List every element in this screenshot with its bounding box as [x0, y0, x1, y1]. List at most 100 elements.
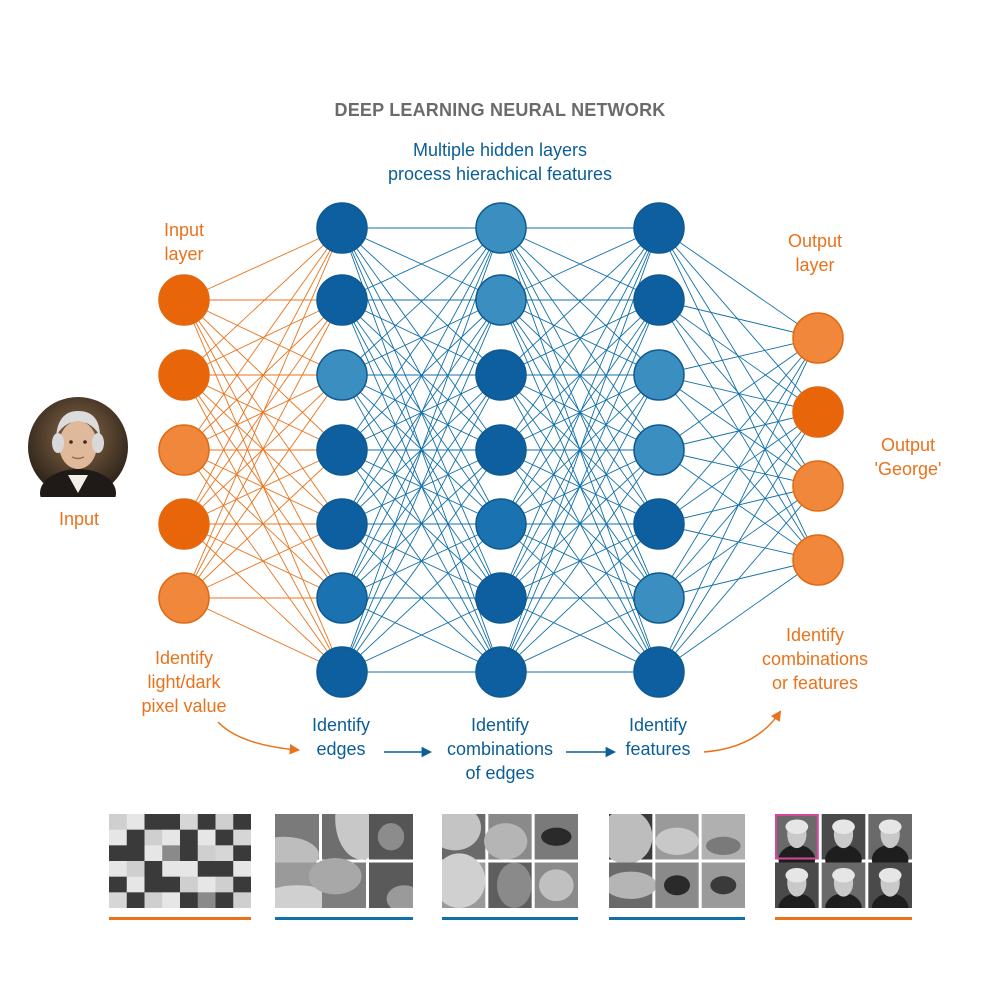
connection-3-1-1: [658, 299, 819, 413]
hidden-1-node-1: [316, 202, 368, 254]
pixel-cell: [144, 876, 163, 893]
pixel-cell: [126, 814, 145, 831]
input-layer-label: Input layer: [163, 220, 205, 264]
pixel-cell: [233, 892, 251, 908]
pixel-cell: [215, 829, 234, 846]
pixel-cell: [180, 861, 199, 878]
connection-2-5-0: [500, 227, 660, 599]
pixel-cell: [109, 892, 128, 908]
input-label: Input: [58, 509, 100, 529]
thumbnail-tile: [442, 853, 486, 908]
pixel-cell: [180, 829, 199, 846]
connection-0-4-1: [183, 299, 343, 599]
thumbnail-tile: [442, 814, 486, 860]
connection-0-4-4: [183, 523, 343, 599]
pixel-cell: [215, 845, 234, 862]
pixel-grid-thumbnail: [109, 814, 251, 908]
flow-arrow-features-to-output: [703, 710, 782, 753]
hidden-2-node-1: [475, 202, 527, 254]
thumbnail-tile: [369, 814, 413, 860]
connection-3-5-0: [658, 337, 819, 599]
hidden-2-node-7: [475, 646, 527, 698]
hidden-2-node-5: [475, 498, 527, 550]
flow-arrow-pixels-to-edges: [217, 721, 301, 755]
connection-1-4-0: [341, 227, 502, 525]
pixel-cell: [162, 876, 181, 893]
pixel-cell: [180, 845, 199, 862]
caption-features: Identify features: [625, 715, 691, 759]
input-node-5: [158, 572, 210, 624]
input-node-1: [158, 274, 210, 326]
connection-0-1-1: [183, 299, 343, 376]
input-node-3: [158, 424, 210, 476]
pixel-cell: [109, 845, 128, 862]
hidden-3-node-1: [633, 202, 685, 254]
pixel-cell: [197, 876, 216, 893]
faces-underline: [775, 917, 912, 920]
hidden-1-node-3: [316, 349, 368, 401]
connection-3-6-3: [658, 559, 819, 673]
connection-lines: [183, 227, 819, 673]
connection-1-6-1: [341, 299, 502, 673]
pixel-cell: [233, 814, 251, 831]
pixel-cell: [109, 876, 128, 893]
features-thumbnail: [609, 814, 745, 908]
output-node-4: [792, 534, 844, 586]
connection-1-6-3: [341, 449, 502, 673]
pixel-cell: [197, 829, 216, 846]
edge-combinations-underline: [442, 917, 578, 920]
faces-thumbnail: [775, 814, 912, 908]
pixel-cell: [180, 814, 199, 831]
pixel-cell: [162, 814, 181, 831]
input-node-2: [158, 349, 210, 401]
thumbnail-tile: [488, 862, 532, 908]
connection-1-6-2: [341, 374, 502, 673]
connection-3-6-0: [658, 337, 819, 673]
connection-2-2-0: [500, 227, 660, 376]
hidden-2-node-2: [475, 274, 527, 326]
output-layer-label: Output layer: [787, 231, 843, 275]
connection-3-1-0: [658, 299, 819, 339]
thumbnail-tile: [308, 857, 366, 908]
connection-1-1-0: [341, 227, 502, 301]
hidden-3-node-3: [633, 349, 685, 401]
edges-thumbnail: [275, 814, 413, 908]
pixel-cell: [233, 845, 251, 862]
connection-2-1-0: [500, 227, 660, 301]
neuron-nodes: [158, 202, 844, 698]
thumbnail-tile: [701, 862, 745, 908]
hidden-3-node-4: [633, 424, 685, 476]
pixel-cell: [126, 892, 145, 908]
pixel-cell: [109, 861, 128, 878]
hidden-3-node-7: [633, 646, 685, 698]
hidden-1-node-6: [316, 572, 368, 624]
connection-3-2-0: [658, 337, 819, 376]
pixel-cell: [197, 892, 216, 908]
hidden-3-node-6: [633, 572, 685, 624]
connection-2-6-1: [500, 299, 660, 673]
thumbnail-tile: [609, 862, 657, 908]
pixel-grid-underline: [109, 917, 251, 920]
connection-0-0-0: [183, 227, 343, 301]
hidden-3-node-2: [633, 274, 685, 326]
connection-2-6-2: [500, 374, 660, 673]
thumbnail-tile: [655, 814, 699, 860]
output-node-1: [792, 312, 844, 364]
pixel-cell: [197, 814, 216, 831]
caption-edges: Identify edges: [311, 715, 371, 759]
pixel-cell: [162, 892, 181, 908]
pixel-cell: [215, 814, 234, 831]
pixel-cell: [215, 876, 234, 893]
hidden-2-node-3: [475, 349, 527, 401]
thumbnail-tile: [655, 862, 699, 908]
pixel-cell: [197, 861, 216, 878]
connection-2-4-0: [500, 227, 660, 525]
connection-0-2-0: [183, 227, 343, 451]
pixel-cell: [215, 892, 234, 908]
connection-2-2-1: [500, 299, 660, 376]
pixel-cell: [144, 861, 163, 878]
hidden-1-node-5: [316, 498, 368, 550]
hidden-1-node-7: [316, 646, 368, 698]
connection-2-6-4: [500, 523, 660, 673]
